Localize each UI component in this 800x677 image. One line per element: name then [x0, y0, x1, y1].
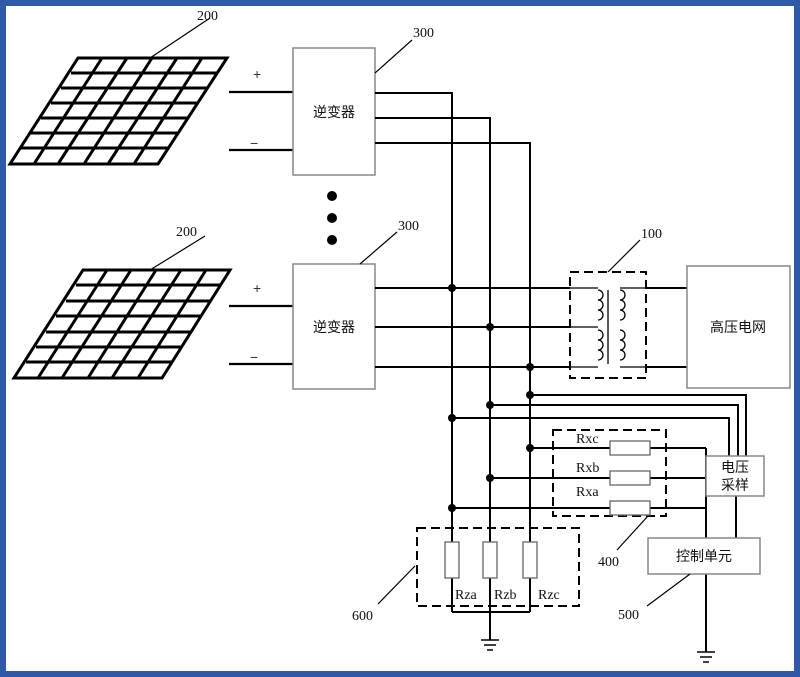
ellipsis-dots	[327, 191, 337, 245]
sampling-label-line1: 电压	[721, 460, 749, 476]
rxa-label: Rxa	[576, 485, 599, 500]
ground-icon	[481, 639, 499, 651]
sampling-label-line2: 采样	[721, 478, 749, 494]
label-inverter-bottom: 300	[398, 219, 419, 234]
minus-sign-bottom: −	[250, 349, 258, 365]
ground-icon	[697, 651, 715, 663]
plus-sign-bottom: +	[253, 280, 261, 296]
pv-panel-bottom	[11, 268, 233, 380]
label-transformer: 100	[641, 227, 662, 242]
control-unit-label: 控制单元	[676, 549, 732, 565]
pv-panel-top	[7, 56, 230, 166]
label-rz-group: 600	[352, 609, 373, 624]
minus-sign-top: −	[250, 135, 258, 151]
leader-panel-bottom	[149, 235, 206, 271]
inverter-bottom	[292, 263, 376, 390]
label-panel-top: 200	[197, 9, 218, 24]
rz-group-box	[416, 527, 580, 607]
voltage-sampling-box	[705, 455, 765, 497]
rxc-label: Rxc	[576, 432, 599, 447]
resistor-rzb	[482, 541, 498, 579]
label-rx-group: 400	[598, 555, 619, 570]
grid-label: 高压电网	[710, 319, 766, 336]
label-control: 500	[618, 608, 639, 623]
label-panel-bottom: 200	[176, 225, 197, 240]
high-voltage-grid	[686, 265, 791, 389]
leader-inverter-top	[374, 39, 413, 74]
rzc-label: Rzc	[538, 588, 560, 603]
resistor-rzc	[522, 541, 538, 579]
junction-dots	[448, 284, 534, 512]
rx-group-box	[552, 429, 667, 517]
rza-label: Rza	[455, 588, 478, 603]
rz-resistors	[444, 541, 538, 579]
leader-rx-group	[616, 515, 649, 551]
plus-sign-top: +	[253, 66, 261, 82]
leader-transformer	[607, 239, 641, 273]
resistor-rza	[444, 541, 460, 579]
rx-resistors	[609, 440, 651, 516]
leader-rz-group	[377, 565, 416, 605]
leader-panel-top	[149, 17, 211, 59]
rzb-label: Rzb	[494, 588, 517, 603]
dc-wires	[229, 90, 293, 366]
control-unit-box	[647, 537, 761, 575]
rxb-label: Rxb	[576, 461, 599, 476]
label-inverter-top: 300	[413, 26, 434, 41]
inverter-bottom-label: 逆变器	[313, 320, 355, 336]
resistor-rxc	[609, 440, 651, 456]
leader-control	[646, 573, 691, 607]
transformer-coils	[570, 287, 646, 368]
resistor-rxb	[609, 470, 651, 486]
resistor-rxa	[609, 500, 651, 516]
inverter-top	[292, 47, 376, 176]
leader-inverter-bottom	[359, 231, 398, 265]
inverter-top-label: 逆变器	[313, 105, 355, 121]
